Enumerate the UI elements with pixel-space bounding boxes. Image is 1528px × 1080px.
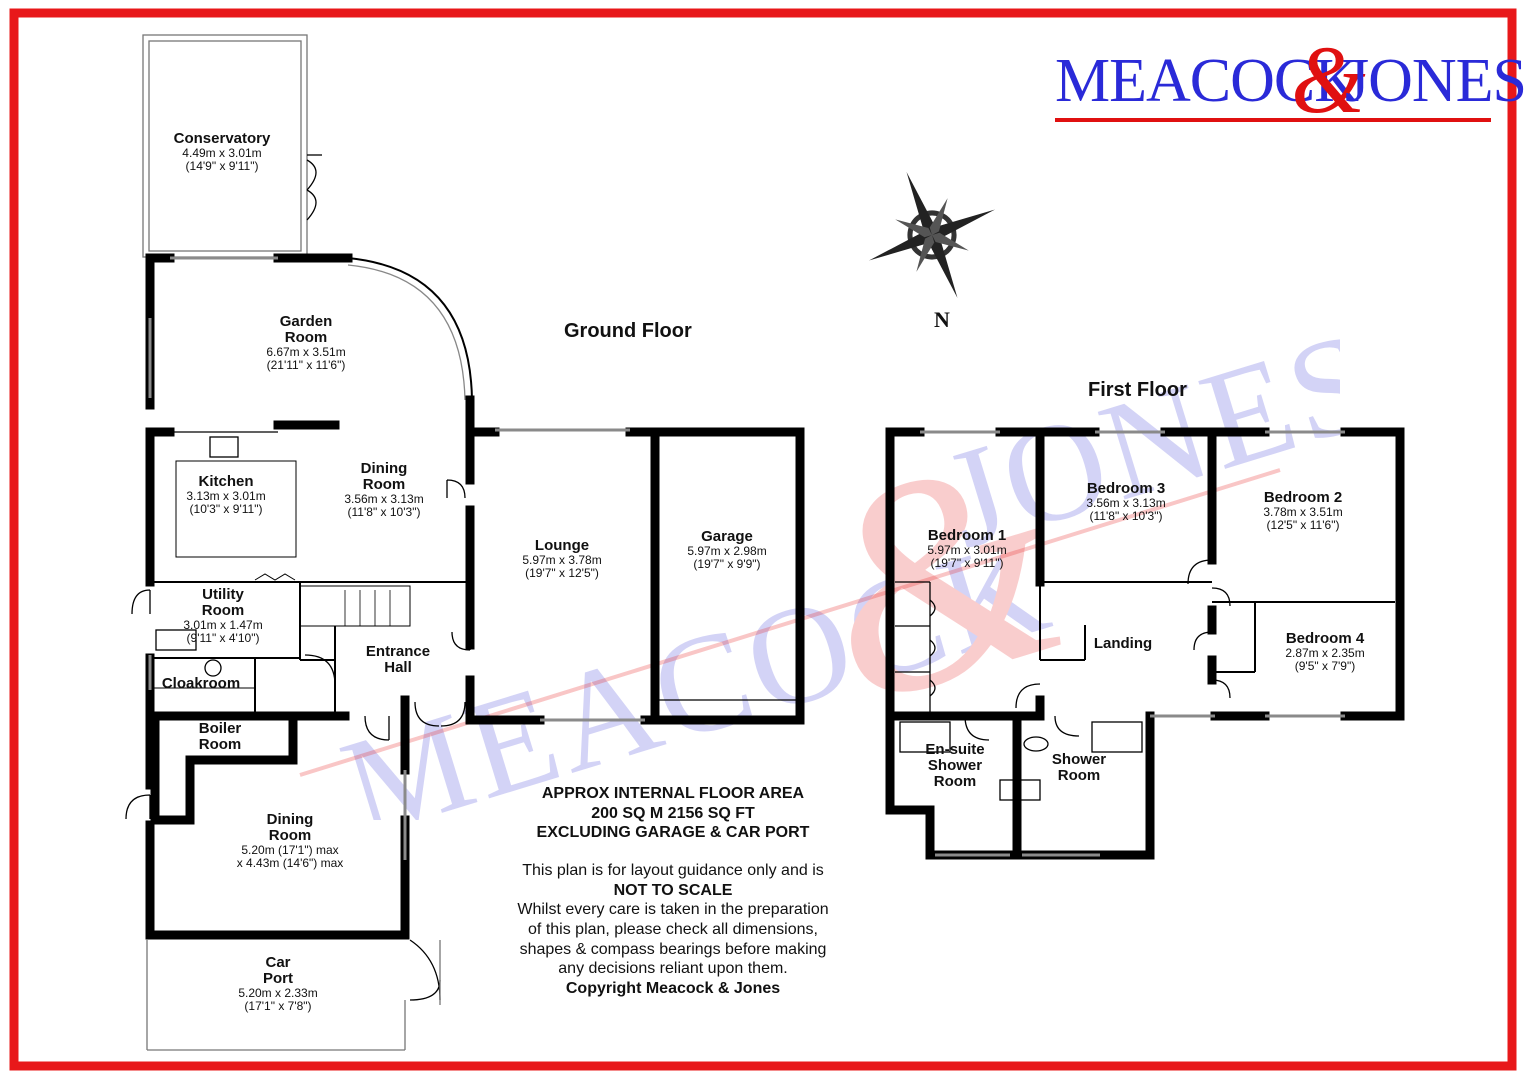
room-boiler: Boiler Room [198,720,242,753]
room-bedroom-4: Bedroom 4 2.87m x 2.35m (9'5" x 7'9") [1285,630,1365,673]
first-floor-title: First Floor [1088,379,1187,401]
guidance-line-4: shapes & compass bearings before making [519,940,827,958]
room-bedroom-3: Bedroom 3 3.56m x 3.13m (11'8" x 10'3") [1086,480,1166,523]
logo-left-word: MEACOCK [1055,47,1359,115]
compass: N [862,165,1002,335]
logo-underline [1055,118,1491,122]
logo-right-word: JONES [1345,47,1527,115]
brand-logo: MEACOCK & JONES [1055,32,1527,128]
room-car-port: Car Port 5.20m x 2.33m (17'1" x 7'8") [238,954,318,1013]
area-line-3: EXCLUDING GARAGE & CAR PORT [536,824,810,842]
room-garden-room: Garden Room 6.67m x 3.51m (21'11" x 11'6… [266,313,346,372]
room-landing: Landing [1093,635,1153,652]
room-kitchen: Kitchen 3.13m x 3.01m (10'3" x 9'11") [186,473,266,516]
room-ensuite: En-suite Shower Room [925,741,985,790]
logo-ampersand: & [1291,26,1366,133]
room-conservatory: Conservatory 4.49m x 3.01m (14'9" x 9'11… [173,130,271,173]
guidance-line-3: of this plan, please check all dimension… [528,921,818,939]
guidance-line-2: Whilst every care is taken in the prepar… [517,901,829,919]
compass-rose-icon [868,171,996,299]
room-entrance-hall: Entrance Hall [365,643,431,676]
room-garage: Garage 5.97m x 2.98m (19'7" x 9'9") [687,528,767,571]
ground-floor-title: Ground Floor [564,320,692,342]
area-line-2: 200 SQ M 2156 SQ FT [591,804,755,822]
plan-notes: APPROX INTERNAL FLOOR AREA 200 SQ M 2156… [488,784,858,999]
room-utility: Utility Room 3.01m x 1.47m (9'11" x 4'10… [183,586,263,645]
room-dining-room-1: Dining Room 3.56m x 3.13m (11'8" x 10'3"… [344,460,424,519]
room-shower: Shower Room [1051,751,1107,784]
room-bedroom-2: Bedroom 2 3.78m x 3.51m (12'5" x 11'6") [1263,489,1343,532]
room-bedroom-1: Bedroom 1 5.97m x 3.01m (19'7" x 9'11") [927,527,1007,570]
room-cloakroom: Cloakroom [161,675,241,692]
room-dining-room-2: Dining Room 5.20m (17'1") max x 4.43m (1… [236,811,344,870]
compass-north-label: N [934,307,950,332]
guidance-line-1: This plan is for layout guidance only an… [522,862,824,880]
copyright: Copyright Meacock & Jones [565,980,781,998]
guidance-line-5: any decisions reliant upon them. [558,960,788,978]
not-to-scale: NOT TO SCALE [613,881,733,899]
room-lounge: Lounge 5.97m x 3.78m (19'7" x 12'5") [522,537,602,580]
area-line-1: APPROX INTERNAL FLOOR AREA [541,785,805,802]
